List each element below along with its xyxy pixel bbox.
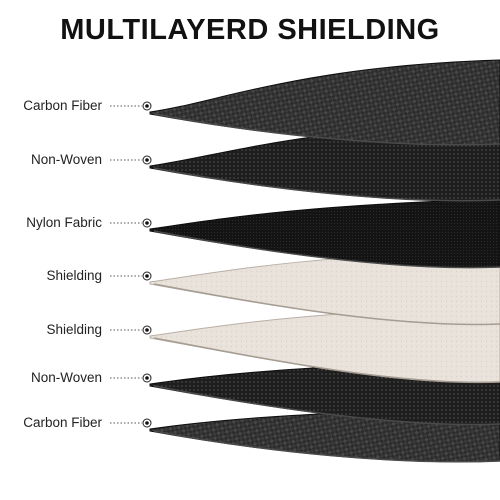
layer-label-7: Carbon Fiber [23,415,102,430]
diagram-title: MULTILAYERD SHIELDING [60,14,440,46]
layer-label-3: Nylon Fabric [26,215,102,230]
leader-dot-center-4 [145,274,149,278]
layer-label-5: Shielding [46,322,102,337]
leader-dot-center-7 [145,421,149,425]
leader-dot-center-1 [145,104,149,108]
layer-edge-1 [153,113,500,146]
layer-label-4: Shielding [46,268,102,283]
layer-label-1: Carbon Fiber [23,98,102,113]
layer-edge-7 [153,430,500,463]
leader-dot-center-2 [145,158,149,162]
leader-dot-center-5 [145,328,149,332]
layer-edge-4 [153,283,500,326]
leader-dot-center-6 [145,376,149,380]
layer-edge-6 [153,385,500,426]
leader-dot-center-3 [145,221,149,225]
layer-sheet-1-carbon-fiber [149,59,500,146]
layer-edge-3 [153,230,500,269]
layer-label-2: Non-Woven [30,152,102,167]
layer-label-6: Non-Woven [30,370,102,385]
layer-edge-2 [153,167,500,202]
layer-edge-5 [153,337,500,384]
